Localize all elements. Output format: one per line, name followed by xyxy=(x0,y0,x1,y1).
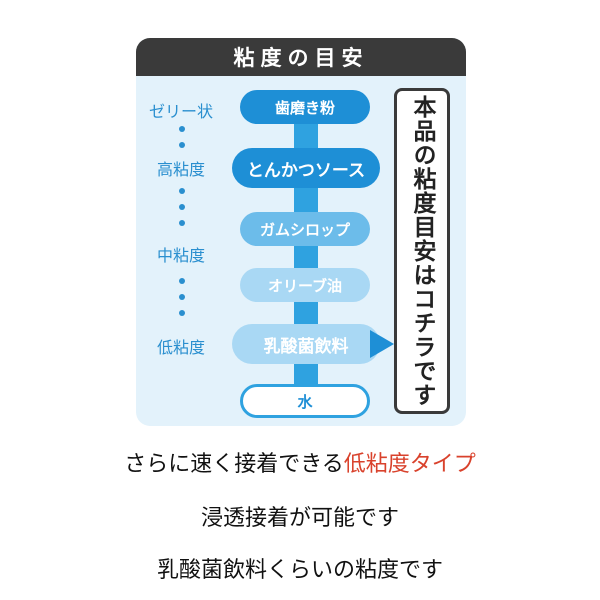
scale-dot xyxy=(179,220,185,226)
scale-dot xyxy=(179,310,185,316)
scale-label-jelly: ゼリー状 xyxy=(148,102,213,121)
item-toothpaste: 歯磨き粉 xyxy=(240,90,370,124)
item-tonkatsu-sauce: とんかつソース xyxy=(232,148,380,188)
item-lactic-drink: 乳酸菌飲料 xyxy=(232,324,380,364)
scale-dot xyxy=(179,142,185,148)
caption-line-2: 浸透接着が可能です xyxy=(200,506,399,531)
chart-title: 粘度の目安 xyxy=(136,38,466,76)
scale-dot xyxy=(179,204,185,210)
scale-label-low: 低粘度 xyxy=(156,338,205,357)
side-note-text: 本品の粘度目安はコチラです xyxy=(409,95,435,407)
item-olive-oil: オリーブ油 xyxy=(240,268,370,302)
scale-dot xyxy=(179,278,185,284)
caption-line-1-accent: 低粘度タイプ xyxy=(343,452,476,477)
scale-dot xyxy=(179,126,185,132)
scale-dot xyxy=(179,188,185,194)
scale-label-high: 高粘度 xyxy=(156,160,205,179)
item-gum-syrup: ガムシロップ xyxy=(240,212,370,246)
scale-dot xyxy=(179,294,185,300)
caption-line-1: さらに速く接着できる低粘度タイプ xyxy=(0,446,600,478)
caption-line-3: 乳酸菌飲料くらいの粘度です xyxy=(156,558,443,583)
side-note-box: 本品の粘度目安はコチラです xyxy=(394,88,450,414)
caption-line-1-prefix: さらに速く接着できる xyxy=(124,452,344,477)
pointer-arrow-icon xyxy=(370,330,394,358)
item-water: 水 xyxy=(240,384,370,418)
viscosity-chart-card: 粘度の目安 ゼリー状 高粘度 中粘度 低粘度 歯磨き粉 とんかつソース ガムシロ… xyxy=(136,38,466,426)
scale-label-medium: 中粘度 xyxy=(156,246,205,265)
